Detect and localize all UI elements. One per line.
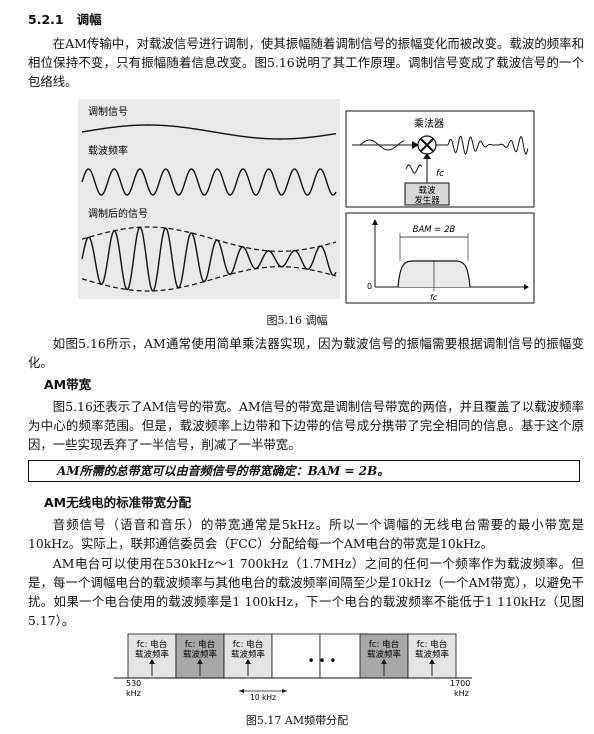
- modulating-wave: [81, 124, 337, 140]
- paragraph-station-spacing: AM电台可以使用在530kHz～1 700kHz（1.7MHz）之间的任何一个频…: [28, 556, 584, 628]
- fc-axis-label: fc: [430, 293, 438, 302]
- envelope-lower: [81, 266, 337, 292]
- carrier-label: 载波频率: [415, 649, 450, 660]
- ellipsis: • • •: [308, 654, 337, 668]
- arrow-right-icon: [282, 689, 287, 693]
- station-label: fc: 电台: [233, 639, 263, 650]
- subheading-am-bandwidth: AM带宽: [44, 377, 92, 392]
- section-number: 5.2.1: [28, 12, 64, 27]
- paragraph-intro: 在AM传输中，对载波信号进行调制，使其振幅随着调制信号的振幅变化而被改变。载波的…: [28, 36, 584, 89]
- multiplier-label: 乘法器: [414, 117, 444, 130]
- section-title: 调幅: [76, 12, 102, 27]
- figure-5-16: 调制信号 载波频率 调制后的信号 乘法器 fc 载波 发生器 0 BAM = 2…: [78, 99, 535, 304]
- carrier-label: 载波频率: [135, 649, 170, 660]
- arrow-icon: [412, 141, 419, 149]
- arrow-up-icon: [423, 153, 431, 159]
- spacing-label: 10 kHz: [250, 693, 276, 702]
- axis-zero: 0: [367, 282, 372, 291]
- oscillator-label-1: 载波: [418, 185, 436, 196]
- bandwidth-label: BAM = 2B: [413, 225, 456, 235]
- arrow-left-icon: [239, 689, 244, 693]
- arrow-up-icon: [372, 219, 378, 225]
- oscillator-wave-icon: [405, 164, 423, 174]
- left-unit-label: kHz: [126, 689, 141, 698]
- oscillator-label-2: 发生器: [414, 195, 440, 206]
- label-modulating-signal: 调制信号: [88, 105, 128, 118]
- right-unit-label: kHz: [454, 689, 469, 698]
- station-label: fc: 电台: [417, 639, 447, 650]
- station-label: fc: 电台: [137, 639, 167, 650]
- arrow-up-icon: [245, 659, 251, 664]
- paragraph-multiplier: 如图5.16所示，AM通常使用简单乘法器实现，因为载波信号的振幅需要根据调制信号…: [28, 336, 584, 370]
- formula-box: AM所需的总带宽可以由音频信号的带宽确定：BAM = 2B。: [28, 460, 580, 482]
- figure-5-16-caption: 图5.16 调幅: [266, 314, 328, 327]
- arrow-up-icon: [381, 659, 387, 664]
- subheading-am-allocation: AM无线电的标准带宽分配: [44, 495, 192, 510]
- fc-label: fc: [436, 169, 444, 179]
- carrier-wave: [81, 168, 337, 196]
- paragraph-bandwidth: 图5.16还表示了AM信号的带宽。AM信号的带宽是调制信号带宽的两倍，并且覆盖了…: [28, 399, 584, 452]
- carrier-label: 载波频率: [231, 649, 266, 660]
- band-slot: [271, 633, 321, 679]
- carrier-label: 载波频率: [183, 649, 218, 660]
- arrow-up-icon: [429, 659, 435, 664]
- left-frequency-label: 530: [126, 679, 141, 688]
- label-carrier-frequency: 载波频率: [88, 144, 128, 157]
- figure-5-17-caption: 图5.17 AM频带分配: [245, 714, 349, 727]
- bandwidth-panel: [345, 212, 535, 304]
- label-modulated-signal: 调制后的信号: [88, 207, 148, 220]
- carrier-label: 载波频率: [367, 649, 402, 660]
- envelope-upper: [81, 226, 337, 252]
- modulated-wave: [81, 226, 337, 292]
- station-label: fc: 电台: [185, 639, 215, 650]
- multiplier-cross: [420, 138, 434, 152]
- station-label: fc: 电台: [369, 639, 399, 650]
- arrow-right-icon: [524, 284, 529, 290]
- paragraph-audio-bandwidth: 音频信号（语音和音乐）的带宽通常是5kHz。所以一个调幅的无线电台需要的最小带宽…: [28, 517, 584, 551]
- section-heading: 5.2.1 调幅: [28, 9, 102, 28]
- right-frequency-label: 1700: [450, 679, 470, 688]
- oscillator-box: [404, 182, 450, 206]
- arrow-up-icon: [197, 659, 203, 664]
- output-wave-icon: [447, 135, 529, 155]
- input-wave-icon: [359, 139, 405, 151]
- arrow-up-icon: [149, 659, 155, 664]
